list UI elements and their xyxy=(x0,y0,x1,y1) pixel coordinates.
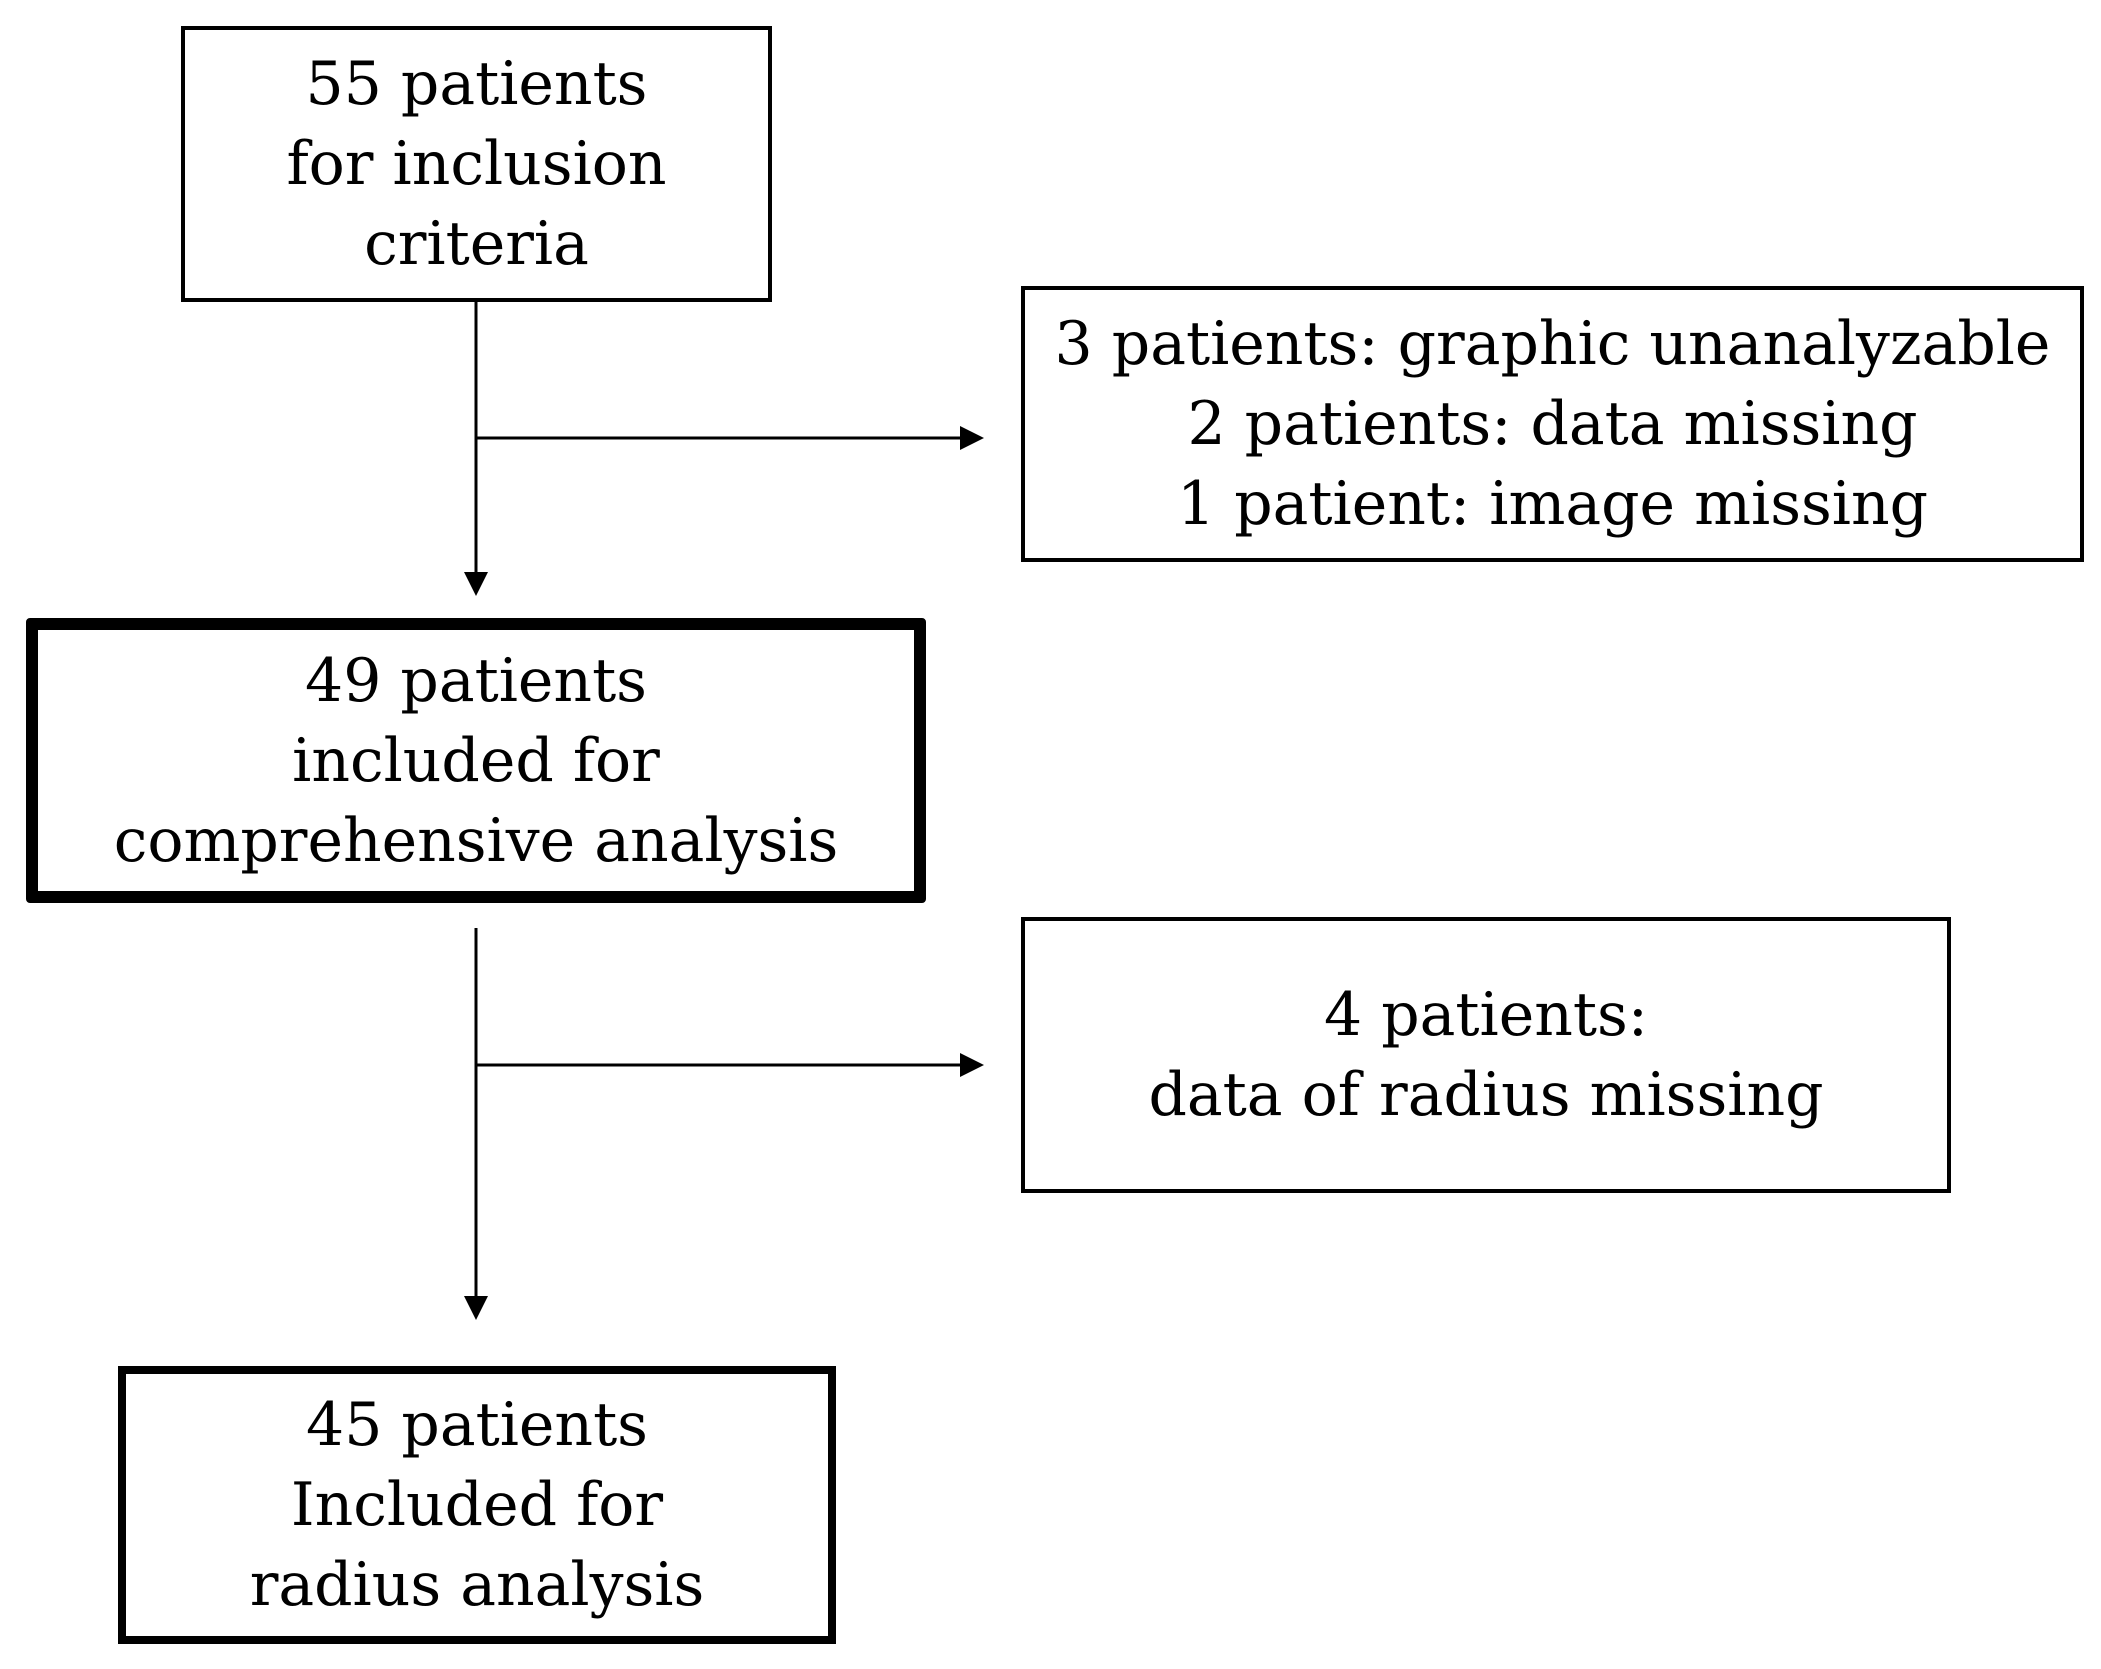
box-text-line: included for xyxy=(292,725,660,796)
exclusion-box-2: 4 patients: data of radius missing xyxy=(1021,917,1951,1193)
included-comprehensive-box: 49 patients included for comprehensive a… xyxy=(26,618,926,903)
arrowhead-down-2 xyxy=(464,1296,488,1320)
box-text-line: comprehensive analysis xyxy=(113,805,839,876)
box-text-line: data of radius missing xyxy=(1148,1060,1824,1130)
box-text-line: 3 patients: graphic unanalyzable xyxy=(1054,309,2051,379)
box-text-line: 45 patients xyxy=(306,1390,648,1460)
box-text-line: 55 patients xyxy=(305,49,648,119)
box-text-line: 49 patients xyxy=(305,645,647,716)
box-text-line: Included for xyxy=(290,1470,664,1540)
box-text-line: 4 patients: xyxy=(1324,980,1648,1050)
box-text-line: 2 patients: data missing xyxy=(1187,389,1918,459)
box-text-line: criteria xyxy=(364,209,589,279)
exclusion-box-1: 3 patients: graphic unanalyzable 2 patie… xyxy=(1021,286,2084,562)
screened-patients-box: 55 patients for inclusion criteria xyxy=(181,26,772,302)
arrowhead-down-1 xyxy=(464,572,488,596)
arrowhead-right-2 xyxy=(960,1053,984,1077)
box-text-line: for inclusion xyxy=(286,129,667,199)
box-text-line: 1 patient: image missing xyxy=(1176,469,1929,539)
arrowhead-right-1 xyxy=(960,426,984,450)
box-text-line: radius analysis xyxy=(249,1550,705,1620)
included-radius-box: 45 patients Included for radius analysis xyxy=(118,1366,836,1644)
